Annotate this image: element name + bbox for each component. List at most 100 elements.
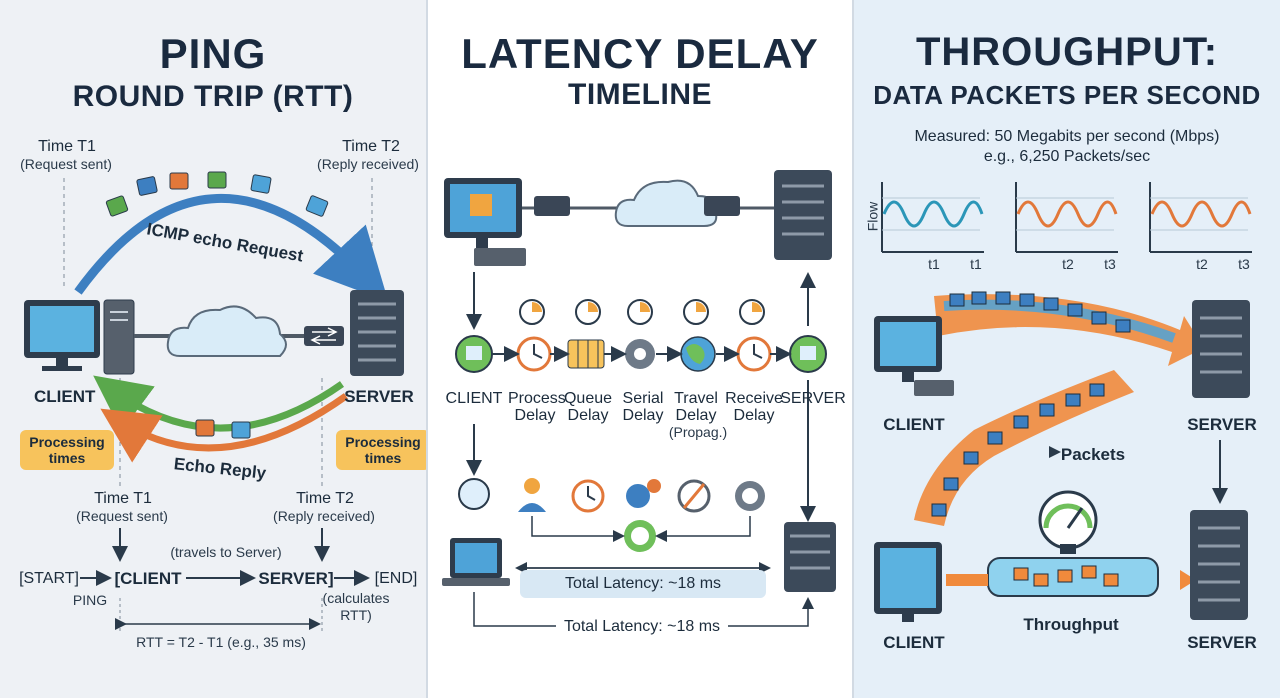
echo-reply-orange-arrow xyxy=(100,393,349,463)
upper-flow-arrow xyxy=(934,294,1204,366)
time-t1-top-note: (Request sent) xyxy=(20,156,112,172)
laptop-icon xyxy=(442,538,510,586)
server-top-icon xyxy=(1192,300,1250,398)
time-t1-top-label: Time T1 xyxy=(38,138,96,155)
divider-right xyxy=(852,0,854,698)
rtt-formula: RTT = T2 - T1 (e.g., 35 ms) xyxy=(136,634,306,650)
throughput-label: Throughput xyxy=(1023,615,1119,634)
stage-client-label: CLIENT xyxy=(445,390,503,407)
lower-client-icon xyxy=(458,478,490,510)
latency-title: LATENCY DELAY xyxy=(461,30,819,77)
packets-label: Packets xyxy=(1060,445,1126,464)
server-bottom-icon xyxy=(1190,510,1248,620)
server-tower-icon xyxy=(350,290,404,376)
merge-gear-clock-icon xyxy=(624,520,656,552)
icmp-request-arrow xyxy=(74,193,389,302)
stage-server-label: SERVER xyxy=(780,390,846,407)
server-rack-icon xyxy=(784,522,836,592)
client-bottom-computer-icon xyxy=(874,542,942,622)
flow-server-label: SERVER] xyxy=(258,569,334,588)
stage-process-clock-icon xyxy=(516,336,552,372)
stage-queue-icon xyxy=(567,339,605,369)
time-t1-bottom-note: (Request sent) xyxy=(76,508,168,524)
switch-icon xyxy=(304,326,344,346)
time-t2-top-label: Time T2 xyxy=(342,138,400,155)
server-top-label: SERVER xyxy=(1187,415,1257,434)
chart3-tick-b: t3 xyxy=(1238,256,1250,272)
travel-propag-note: (Propag.) xyxy=(668,424,728,440)
echo-reply-green-arrow xyxy=(93,375,345,432)
flow-wave-2 xyxy=(1016,200,1118,228)
chart1-tick-b: t1 xyxy=(970,256,982,272)
client-bottom-label: CLIENT xyxy=(883,633,945,652)
person-icon xyxy=(518,478,546,512)
client-computer-icon xyxy=(24,299,135,375)
lower-clock-icon xyxy=(571,479,605,513)
throughput-panel: THROUGHPUT: DATA PACKETS PER SECOND Meas… xyxy=(854,0,1280,698)
stage-travel-label: Travel Delay xyxy=(674,390,718,424)
router-right-icon xyxy=(704,196,740,216)
total-latency-inner-box: Total Latency: ~18 ms xyxy=(520,570,766,598)
server-icon xyxy=(774,170,832,260)
chart1-tick-a: t1 xyxy=(928,256,940,272)
processing-times-right-badge: Processing times xyxy=(336,430,430,470)
divider-left xyxy=(426,0,428,698)
time-t2-bottom-label: Time T2 xyxy=(296,490,354,507)
flow-chart-1 xyxy=(881,182,984,253)
flow-start-label: [START] xyxy=(19,570,79,587)
stage-receive-label: Receive Delay xyxy=(725,390,783,424)
server-bottom-label: SERVER xyxy=(1187,633,1257,652)
ping-title: PING xyxy=(159,30,267,77)
client-label: CLIENT xyxy=(34,387,96,406)
stage-serial-gear-icon xyxy=(625,339,655,369)
flow-chart-3 xyxy=(1149,182,1252,253)
latency-subtitle: TIMELINE xyxy=(568,78,712,111)
client-top-computer-icon xyxy=(874,316,954,396)
chart2-tick-a: t2 xyxy=(1062,256,1074,272)
request-packets-icon xyxy=(105,171,329,217)
flow-chart-2 xyxy=(1015,182,1118,253)
calculates-rtt-note: (calculates RTT) xyxy=(322,590,390,623)
throughput-diagram-graphics xyxy=(874,182,1252,622)
time-t2-top-note: (Reply received) xyxy=(317,156,419,172)
ping-caption: PING xyxy=(72,592,108,608)
packets-per-sec-example: e.g., 6,250 Packets/sec xyxy=(983,148,1151,165)
ping-panel: PING ROUND TRIP (RTT) xyxy=(0,0,430,698)
lower-crossed-clock-icon xyxy=(677,479,711,513)
speed-gauge-icon xyxy=(1038,490,1098,554)
cloud-icon xyxy=(614,179,718,227)
time-t1-bottom-label: Time T1 xyxy=(94,490,152,507)
flow-wave-1 xyxy=(882,200,984,228)
stage-serial-label: Serial Delay xyxy=(622,390,664,424)
flow-axis-label: Flow xyxy=(864,201,881,232)
measured-rate: Measured: 50 Megabits per second (Mbps) xyxy=(914,128,1220,145)
lower-gear-clock-icon xyxy=(735,481,765,511)
throughput-subtitle: DATA PACKETS PER SECOND xyxy=(873,80,1261,110)
client-monitor-icon xyxy=(444,178,526,266)
processing-times-left-badge: Processing times xyxy=(20,430,114,470)
throughput-title: THROUGHPUT: xyxy=(915,30,1219,74)
lower-gears-icon xyxy=(626,479,661,508)
flow-client-label: [CLIENT xyxy=(114,569,182,588)
diagonal-flow-arrow xyxy=(914,370,1134,526)
server-label: SERVER xyxy=(344,387,414,406)
stage-travel-globe-icon xyxy=(680,336,716,372)
packet-blocks-icon xyxy=(931,291,1131,517)
latency-panel: LATENCY DELAY TIMELINE xyxy=(428,0,852,698)
time-t2-bottom-note: (Reply received) xyxy=(273,508,375,524)
travels-note: (travels to Server) xyxy=(170,544,282,560)
chart2-tick-b: t3 xyxy=(1104,256,1116,272)
stage-queue-label: Queue Delay xyxy=(563,390,613,424)
reply-packets-icon xyxy=(195,419,251,439)
internet-cloud-icon xyxy=(166,305,287,357)
router-left-icon xyxy=(534,196,570,216)
chart3-tick-a: t2 xyxy=(1196,256,1208,272)
ping-diagram-graphics xyxy=(24,171,404,632)
timer-icons xyxy=(519,299,765,325)
flow-end-label: [END] xyxy=(374,570,418,587)
stage-process-label: Process Delay xyxy=(508,390,566,424)
stage-server-icon xyxy=(789,335,827,373)
total-latency-outer-label: Total Latency: ~18 ms xyxy=(563,618,721,635)
ping-subtitle: ROUND TRIP (RTT) xyxy=(72,80,354,113)
